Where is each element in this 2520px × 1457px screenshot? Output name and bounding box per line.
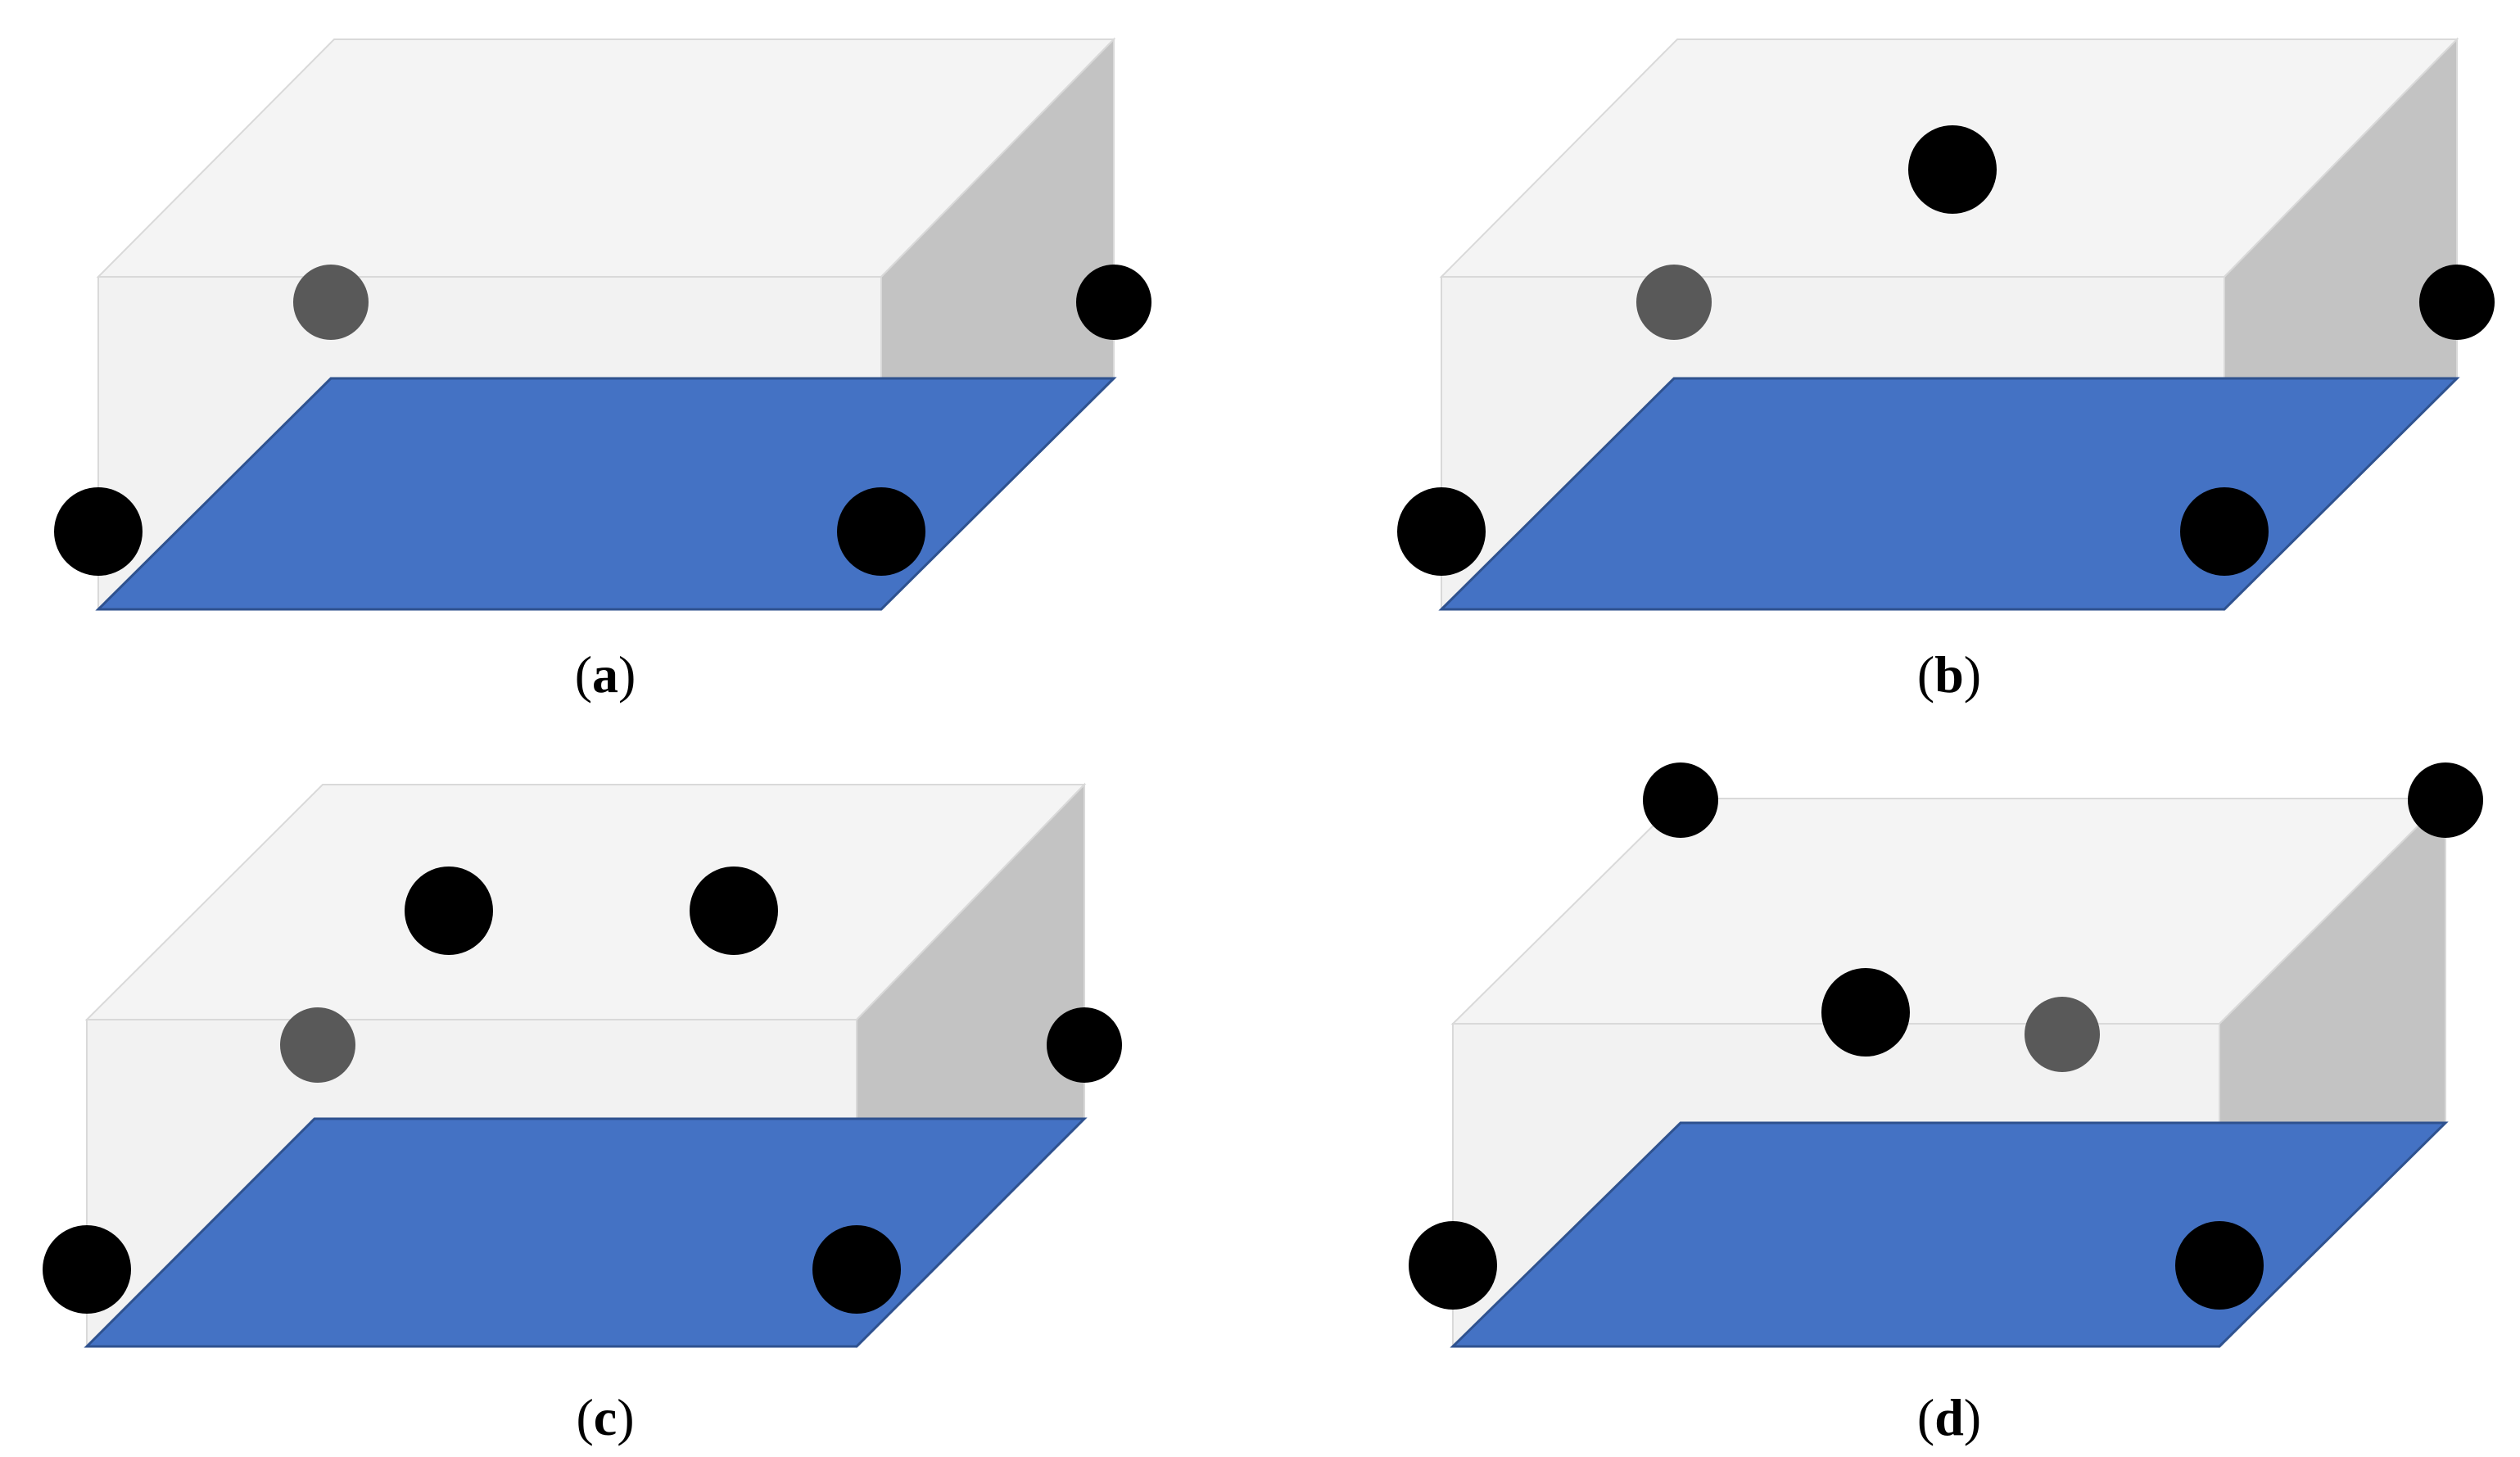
panel-caption: (b) xyxy=(1917,645,1981,704)
panel-caption: (c) xyxy=(576,1388,634,1446)
sensor xyxy=(54,487,143,576)
sensor xyxy=(43,1225,131,1314)
sensor xyxy=(812,1225,901,1314)
sensor xyxy=(1409,1221,1497,1310)
sensor xyxy=(2419,265,2495,340)
sensor xyxy=(1076,265,1151,340)
sensor-hidden xyxy=(1636,265,1712,340)
panel-c: (c) xyxy=(43,782,1122,1446)
sensor xyxy=(1908,125,1997,214)
sensor-hidden xyxy=(280,1007,355,1083)
sensor xyxy=(1397,487,1486,576)
sensor xyxy=(2408,762,2483,838)
panel-caption: (a) xyxy=(575,645,636,704)
sensor xyxy=(2175,1221,2264,1310)
sensor-hidden xyxy=(293,265,369,340)
sensor-hidden xyxy=(2025,997,2100,1072)
sensor xyxy=(1643,762,1718,838)
sensor xyxy=(2180,487,2269,576)
panel-b: (b) xyxy=(1397,37,2495,704)
sensor xyxy=(1821,968,1910,1057)
panel-d: (d) xyxy=(1409,762,2483,1446)
sensor xyxy=(690,867,778,955)
panel-a: (a) xyxy=(54,37,1151,704)
sensor xyxy=(837,487,925,576)
sensor xyxy=(1047,1007,1122,1083)
panel-caption: (d) xyxy=(1917,1388,1981,1446)
sensor xyxy=(405,867,493,955)
